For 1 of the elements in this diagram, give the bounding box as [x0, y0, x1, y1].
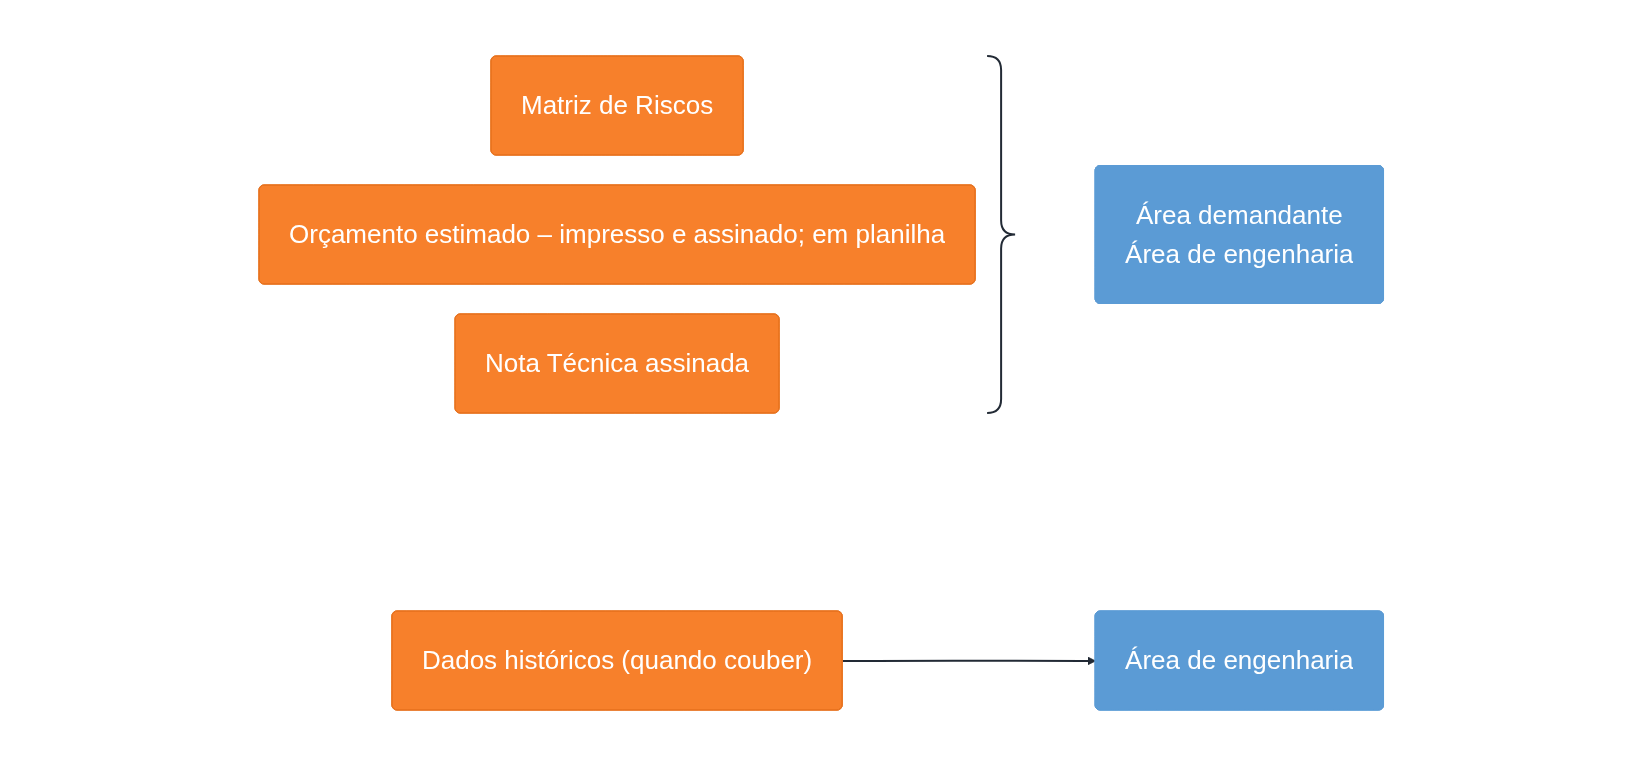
arrow [841, 656, 1096, 665]
